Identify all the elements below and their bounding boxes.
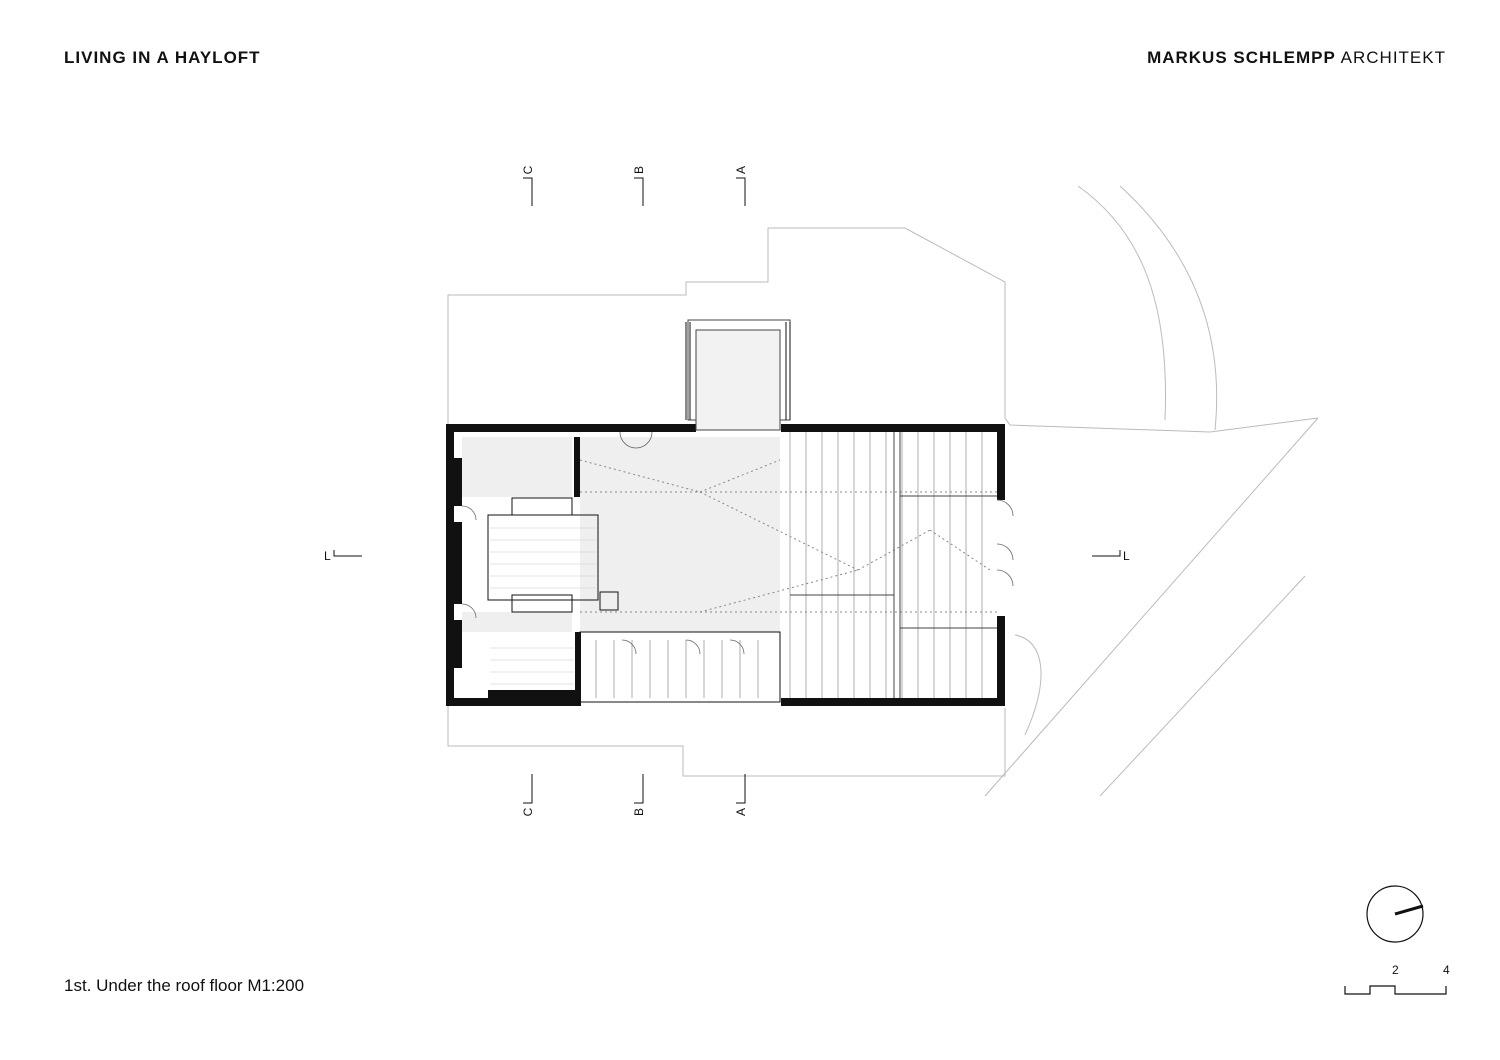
section-marker-bottom-b: B <box>632 808 646 816</box>
section-markers-bottom <box>523 774 746 804</box>
section-marker-top-a: A <box>734 166 748 174</box>
scale-label-4: 4 <box>1443 963 1450 977</box>
office-name-light: ARCHITEKT <box>1340 48 1446 67</box>
partition <box>790 432 997 698</box>
section-marker-left: L <box>324 549 331 563</box>
doors <box>461 431 1014 655</box>
site-outline <box>447 185 1319 797</box>
section-marker-bottom-c: C <box>521 807 535 816</box>
section-marker-bottom-a: A <box>734 808 748 816</box>
tower-hatch <box>685 322 791 420</box>
drawing-caption: 1st. Under the roof floor M1:200 <box>64 976 305 995</box>
floor-areas <box>462 437 780 632</box>
floor-boards <box>490 527 596 685</box>
section-markers-top <box>523 177 746 206</box>
north-arrow-icon <box>1366 885 1424 943</box>
scale-label-2: 2 <box>1392 963 1399 977</box>
rooms <box>487 497 781 703</box>
section-marker-top-b: B <box>632 166 646 174</box>
section-marker-right: L <box>1123 549 1130 563</box>
joists <box>595 432 983 698</box>
office-name-bold: MARKUS SCHLEMPP <box>1147 48 1336 67</box>
tower <box>687 319 791 431</box>
office-name: MARKUS SCHLEMPP ARCHITEKT <box>1147 48 1446 68</box>
scale-bar <box>1344 985 1447 995</box>
project-title: LIVING IN A HAYLOFT <box>64 48 261 67</box>
section-marker-top-c: C <box>521 165 535 174</box>
section-markers-side <box>333 550 1121 557</box>
